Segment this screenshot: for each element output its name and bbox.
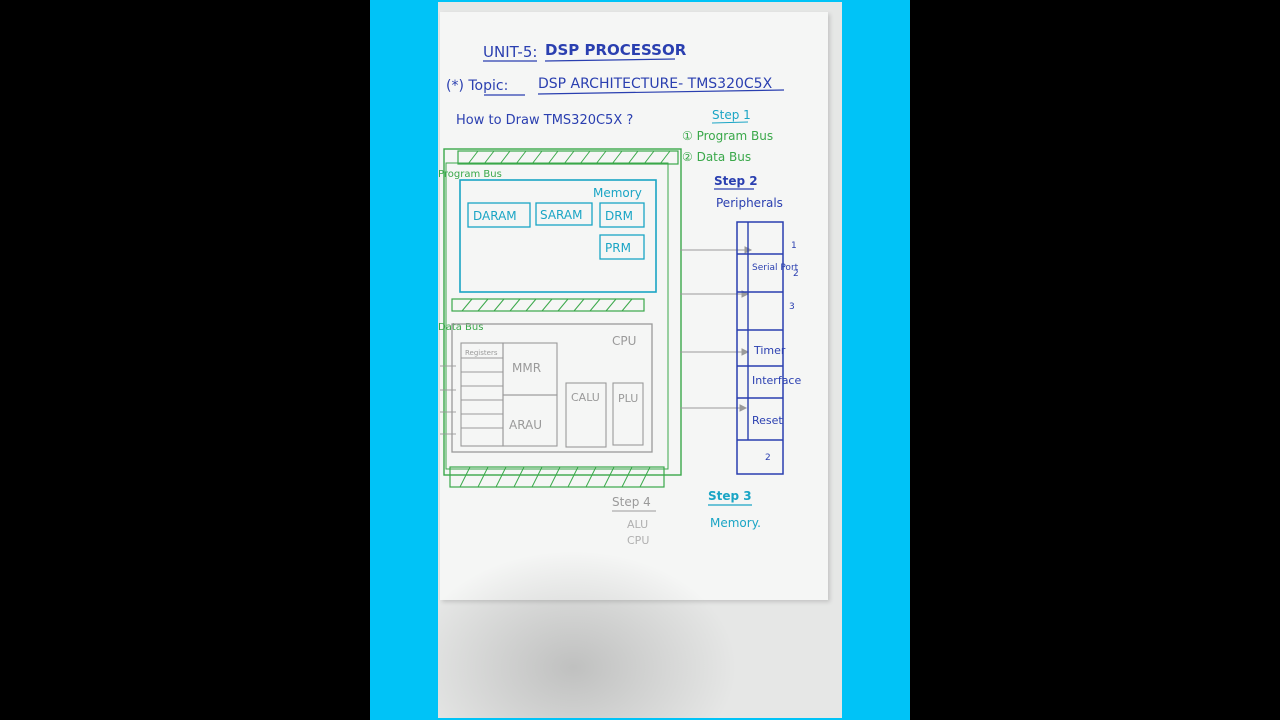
peripheral-interface: Interface — [752, 374, 801, 387]
saram-label: SARAM — [540, 208, 582, 222]
cpu-label: CPU — [612, 334, 636, 348]
step2-label: Step 2 — [714, 174, 758, 188]
topic-underline-2 — [537, 89, 785, 95]
outer-green-box — [443, 148, 682, 476]
peripherals-dividers — [737, 222, 783, 441]
bottom-bus-hatch-lines — [459, 466, 651, 488]
step4-alu: ALU — [627, 518, 648, 531]
peripheral-timer: Timer — [753, 344, 786, 357]
calu-label: CALU — [571, 391, 600, 404]
register-rows — [461, 357, 503, 429]
peripheral-bottom: 2 — [765, 453, 771, 463]
peripherals-column — [736, 221, 784, 475]
step1-item-data-bus: ② Data Bus — [682, 150, 751, 164]
topic-prefix: (*) Topic: — [446, 78, 508, 94]
registers-label: Registers — [465, 349, 498, 357]
inner-green-box — [445, 162, 669, 470]
topic-text: DSP ARCHITECTURE- TMS320C5X — [538, 76, 773, 92]
peripheral-number-1: 1 — [791, 241, 797, 251]
step1-item-program-bus: ① Program Bus — [682, 129, 773, 143]
step4-label: Step 4 — [612, 495, 651, 509]
program-bus-label: Program Bus — [438, 169, 502, 180]
hand-shadow — [438, 550, 738, 718]
memory-label: Memory — [593, 186, 642, 200]
paper-sheet — [440, 12, 828, 600]
peripheral-serial: Serial Port — [752, 263, 799, 273]
mmr-label: MMR — [512, 361, 541, 375]
data-bus-hatch — [451, 298, 645, 312]
data-bus-label: Data Bus — [438, 322, 483, 333]
bottom-bus-hatch — [449, 466, 665, 488]
prm-label: PRM — [605, 241, 631, 255]
cpu-input-arrows — [440, 365, 456, 435]
saram-block — [535, 202, 593, 226]
peripheral-arrows — [680, 246, 753, 412]
step3-memory: Memory. — [710, 516, 761, 530]
arau-block — [502, 394, 558, 447]
registers-block — [460, 342, 504, 447]
peripheral-number-2: 2 — [793, 269, 799, 279]
step4-cpu: CPU — [627, 534, 649, 547]
prm-block — [599, 234, 645, 260]
calu-block — [565, 382, 607, 448]
daram-block — [467, 202, 531, 228]
daram-label: DARAM — [473, 209, 517, 223]
peripheral-number-3: 3 — [789, 302, 795, 312]
step1-label: Step 1 — [712, 108, 751, 122]
program-bus-hatch-lines — [467, 150, 671, 165]
plu-label: PLU — [618, 392, 638, 405]
step2-peripherals: Peripherals — [716, 196, 783, 210]
arau-label: ARAU — [509, 418, 542, 432]
peripheral-reset: Reset — [752, 414, 783, 427]
step1-underline — [711, 121, 749, 124]
unit-label: UNIT-5: — [483, 43, 537, 61]
plu-block — [612, 382, 644, 446]
memory-block — [459, 179, 657, 293]
subject-title: DSP PROCESSOR — [545, 41, 687, 59]
title-underline-2 — [544, 58, 676, 62]
step3-label: Step 3 — [708, 489, 752, 503]
drm-label: DRM — [605, 209, 633, 223]
data-bus-hatch-lines — [461, 298, 633, 312]
question-text: How to Draw TMS320C5X ? — [456, 113, 633, 128]
drm-block — [599, 202, 645, 228]
program-bus-hatch — [457, 150, 679, 165]
cpu-block — [451, 323, 653, 453]
